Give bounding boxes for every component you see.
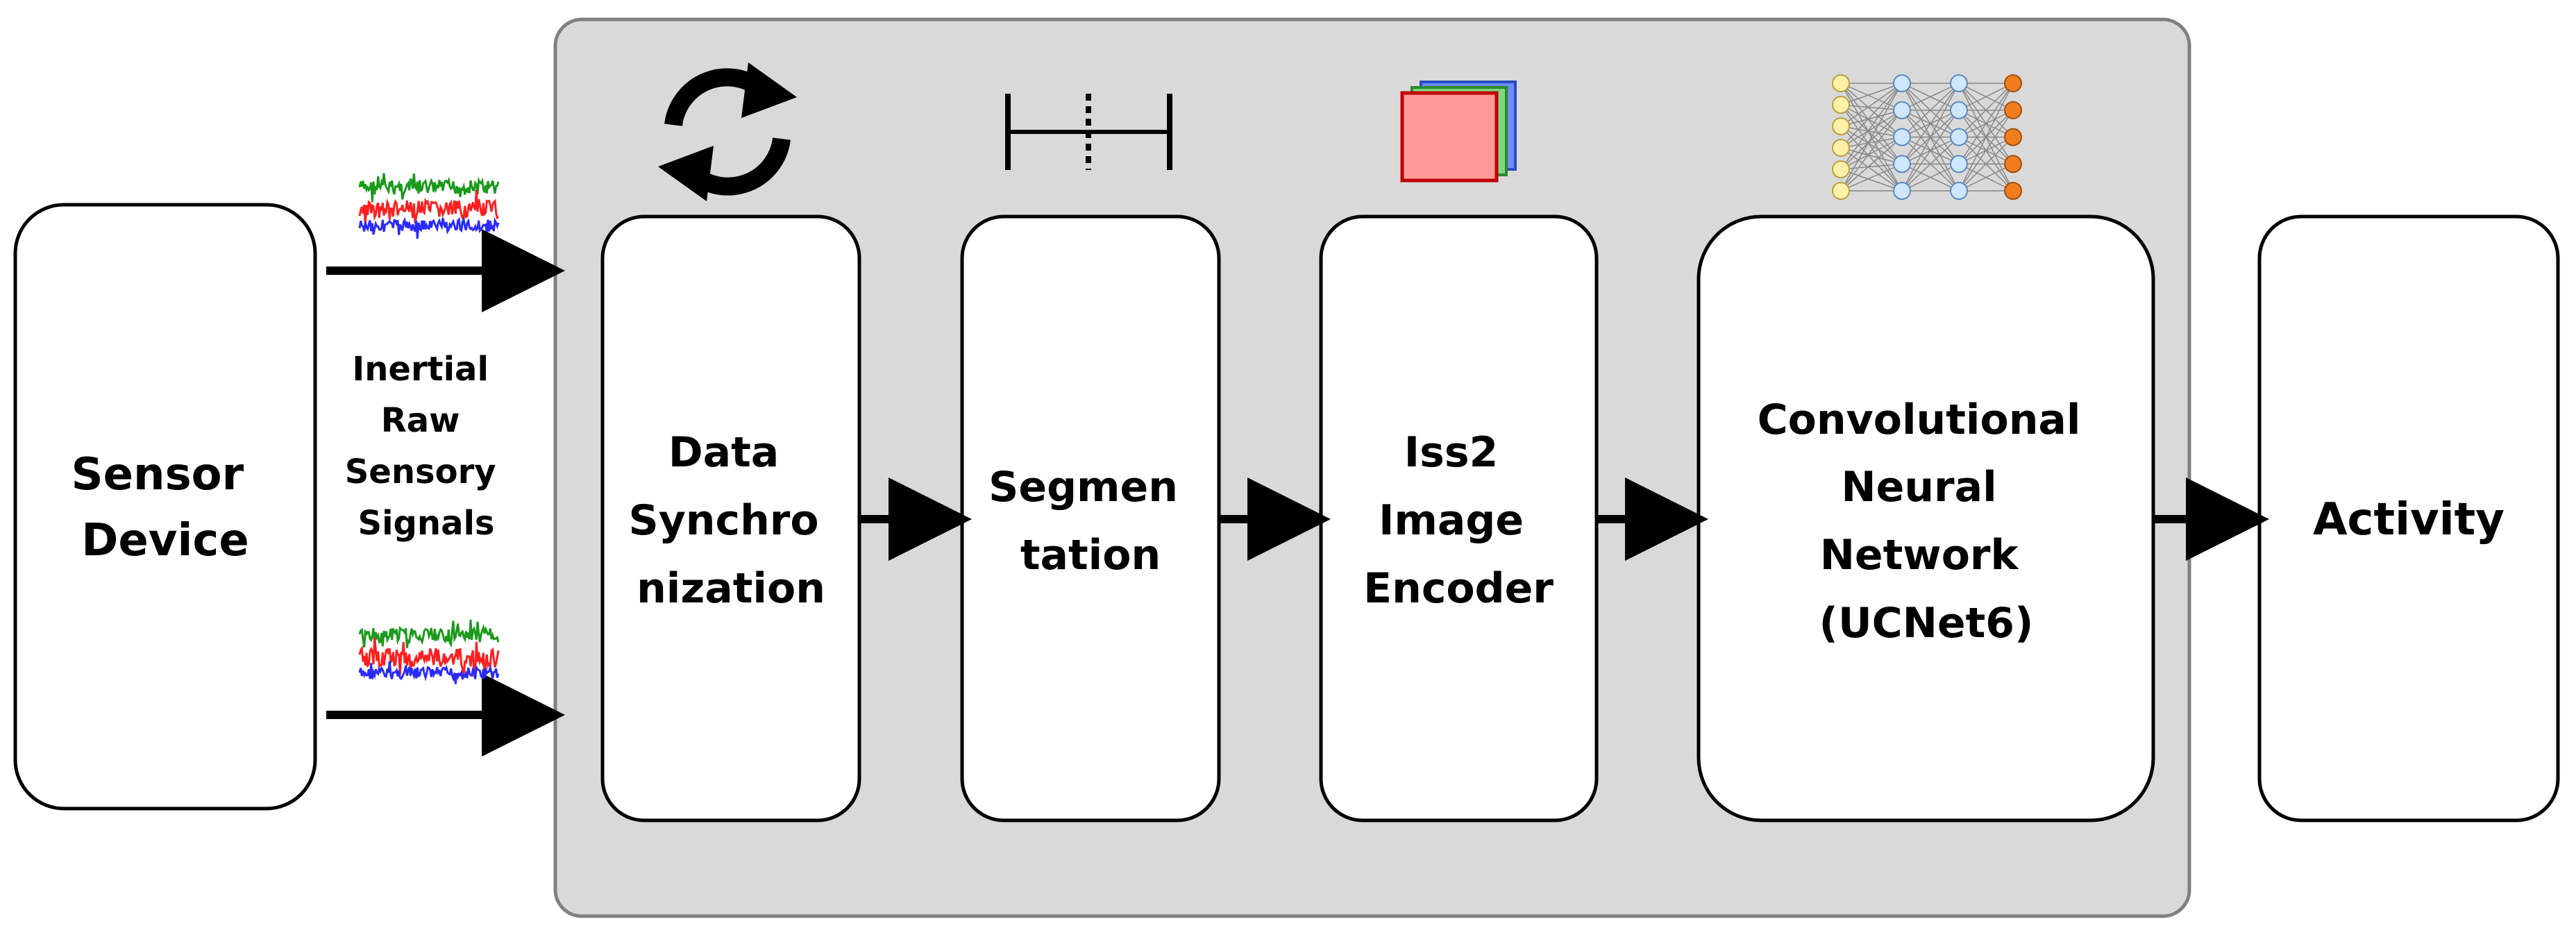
sensor-device-line-1: Sensor (71, 449, 244, 500)
encoder-line-3: Encoder (1363, 564, 1554, 613)
input-signals-label: Inertial Raw Sensory Signals (345, 350, 508, 543)
svg-text:Activity: Activity (2313, 494, 2505, 546)
data-sync-line-2: Synchro (628, 496, 818, 545)
cnn-line-1: Convolutional (1758, 396, 2081, 444)
cnn-line-3: Network (1820, 531, 2020, 580)
input-label-line-4: Signals (358, 504, 495, 543)
activity-line-1: Activity (2313, 494, 2505, 546)
block-iss2-image-encoder: Iss2 Image Encoder (1319, 214, 1599, 822)
block-sensor-device: Sensor Device (13, 203, 317, 811)
sync-arrows-icon (658, 62, 797, 201)
block-cnn: Convolutional Neural Network (UCNet6) (1697, 214, 2155, 822)
segmentation-line-1: Segmen (988, 463, 1178, 512)
input-label-line-2: Raw (381, 401, 460, 440)
cnn-line-4: (UCNet6) (1819, 599, 2034, 648)
signal-plot-icon (358, 173, 500, 239)
data-sync-line-1: Data (668, 428, 779, 477)
svg-text:Sensor Device: Sensor Device (71, 449, 260, 566)
block-activity: Activity (2257, 214, 2560, 822)
encoder-line-1: Iss2 (1404, 428, 1499, 477)
block-data-synchronization: Data Synchro nization (600, 214, 861, 822)
svg-text:Convolutional Neural: Convolutional Neural Network (UCNet6) (1758, 396, 2096, 648)
encoder-line-2: Image (1379, 496, 1524, 545)
data-sync-line-3: nization (637, 564, 825, 613)
svg-text:Data Synchro nizat: Data Synchro nization (628, 428, 833, 613)
block-segmentation: Segmen tation (960, 214, 1221, 822)
svg-text:Iss2 Image Encoder: Iss2 Image Encoder (1363, 428, 1554, 613)
signal-plot-icon (358, 619, 500, 684)
stacked-images-icon (1400, 81, 1517, 183)
input-label-line-1: Inertial (352, 350, 489, 389)
segment-bracket-icon (1005, 94, 1172, 170)
input-label-line-3: Sensory (345, 453, 496, 491)
neural-network-icon (1832, 74, 2022, 200)
cnn-line-2: Neural (1841, 463, 1996, 512)
segmentation-line-2: tation (1020, 531, 1161, 580)
sensor-device-line-2: Device (81, 515, 249, 566)
svg-text:Segmen tation: Segmen tation (988, 463, 1193, 580)
